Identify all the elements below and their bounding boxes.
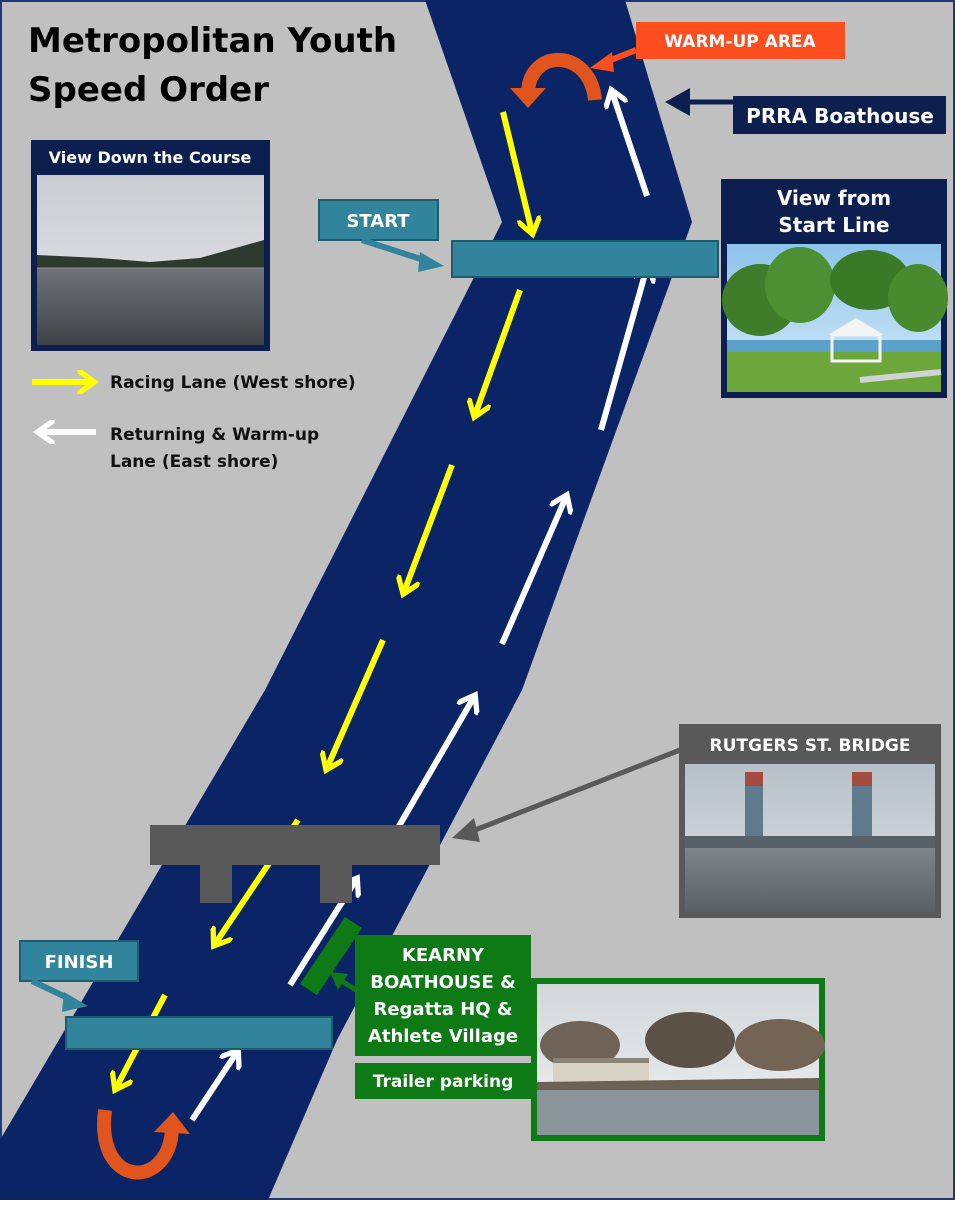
trailer-parking-label-box (355, 1063, 531, 1099)
finish-label: FINISH (45, 952, 114, 973)
start-line-bar (451, 240, 719, 278)
finish-line-bar (65, 1016, 333, 1050)
rutgers-bridge-photo (685, 764, 935, 912)
racing-arrow-1 (500, 111, 532, 232)
start-label-box (318, 199, 439, 241)
rutgers-bridge (150, 747, 681, 903)
returning-arrow-2 (598, 267, 647, 431)
view-from-start-label-line2: Start Line (778, 213, 889, 237)
legend-returning-label-line2: Lane (East shore) (110, 452, 278, 472)
prra-boathouse-callout: PRRA Boathouse (665, 88, 946, 134)
kearny-boathouse-callout: KEARNY BOATHOUSE & Regatta HQ & Athlete … (355, 935, 531, 1099)
returning-arrow-6 (189, 1052, 237, 1122)
map-title-line2: Speed Order (28, 70, 269, 110)
rutgers-bridge-panel: RUTGERS ST. BRIDGE (679, 724, 941, 918)
warmup-turn-arrow (510, 52, 602, 108)
legend-racing-label: Racing Lane (West shore) (110, 373, 356, 393)
finish-pointer-arrowhead (62, 992, 88, 1012)
warmup-area-label-box (636, 22, 845, 59)
kearny-pointer-arrowhead (330, 972, 348, 990)
rutgers-bridge-label: RUTGERS ST. BRIDGE (710, 736, 911, 756)
racing-arrow-2 (475, 288, 523, 415)
view-down-course-label: View Down the Course (49, 148, 252, 167)
bridge-pier-right (320, 865, 352, 903)
warmup-area-label: WARM-UP AREA (664, 32, 816, 52)
kearny-photo-panel (531, 978, 825, 1141)
returning-arrow-4 (392, 697, 474, 835)
kearny-label-box (355, 935, 531, 1056)
trailer-parking-label: Trailer parking (373, 1072, 514, 1092)
returning-arrow-1 (612, 92, 650, 197)
view-down-course-photo (37, 175, 264, 345)
racing-lane-arrows (116, 111, 532, 1088)
start-label: START (346, 211, 410, 232)
view-from-start-panel: View from Start Line (721, 179, 948, 398)
finish-turn-arrow (97, 1109, 190, 1180)
prra-boathouse-label-box (733, 96, 946, 134)
view-down-course-panel: View Down the Course (31, 140, 270, 351)
racing-arrow-3 (404, 463, 455, 592)
bridge-deck (150, 825, 440, 865)
legend-returning-label-line1: Returning & Warm-up (110, 425, 319, 445)
finish-label-box (19, 940, 139, 982)
start-line-group: START (318, 199, 719, 278)
kearny-label-line3: Regatta HQ & (373, 999, 512, 1020)
view-from-start-photo (722, 244, 948, 392)
warmup-pointer-arrowhead (590, 52, 614, 72)
map-title-line1: Metropolitan Youth (28, 21, 397, 61)
kearny-boathouse-photo (537, 984, 825, 1135)
kearny-label-line1: KEARNY (402, 945, 485, 966)
racing-arrow-4 (327, 638, 386, 768)
legend: Racing Lane (West shore) Returning & War… (32, 373, 356, 472)
warmup-area-callout: WARM-UP AREA (590, 22, 845, 72)
kearny-label-line4: Athlete Village (368, 1026, 518, 1047)
kearny-boathouse-marker (300, 917, 362, 995)
returning-arrow-3 (499, 497, 566, 646)
bridge-pier-left (200, 865, 232, 903)
view-from-start-label-line1: View from (777, 186, 891, 210)
finish-line-group: FINISH (19, 940, 333, 1050)
kearny-label-line2: BOATHOUSE & (370, 972, 516, 993)
prra-boathouse-label: PRRA Boathouse (746, 104, 934, 128)
start-pointer-arrowhead (418, 252, 444, 272)
bridge-pointer-arrowhead (452, 818, 480, 842)
prra-pointer-arrowhead (665, 88, 690, 116)
